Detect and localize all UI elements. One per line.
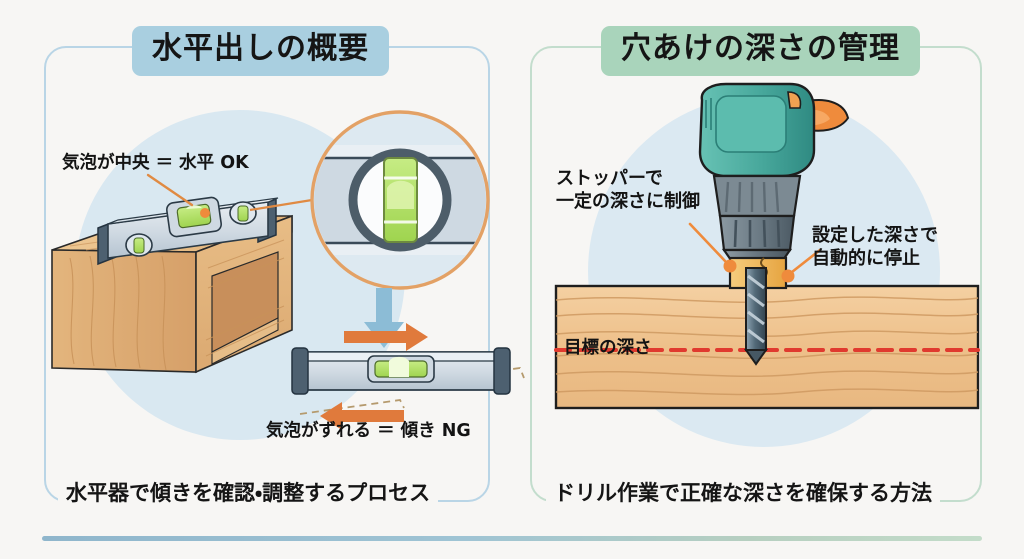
label-target-depth: 目標の深さ [564,338,652,358]
panel-caption-drill-depth: ドリル作業で正確な深さを確保する方法 [546,477,940,507]
panel-title-leveling: 水平出しの概要 [132,26,389,76]
label-bubble-ng: 気泡がずれる ＝ 傾き NG [266,421,471,441]
label-bubble-ok: 気泡が中央 ＝ 水平 OK [62,153,249,173]
panel-card-drill-depth [530,46,982,502]
label-auto-stop: 設定した深さで 自動的に停止 [812,225,938,270]
label-stopper: ストッパーで 一定の深さに制御 [556,168,700,213]
panel-title-drill-depth: 穴あけの深さの管理 [601,26,920,76]
bottom-accent-bar [42,536,982,541]
panel-caption-leveling: 水平器で傾きを確認・調整するプロセス [58,477,439,507]
